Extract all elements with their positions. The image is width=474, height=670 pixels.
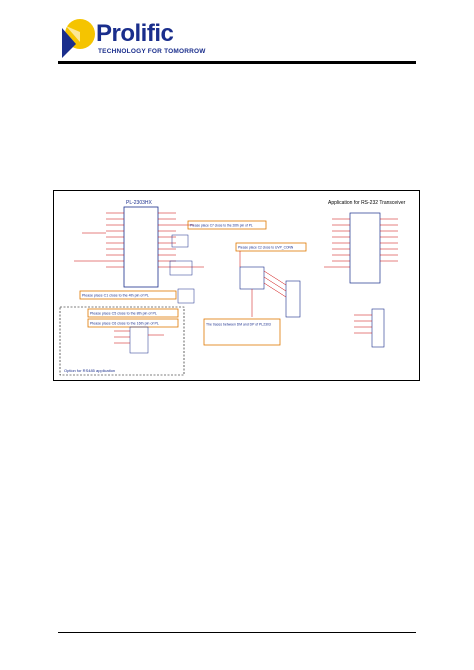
application-title: Application for RS-232 Transceiver [328,200,406,206]
prolific-logo-mark-icon [62,19,95,58]
note-c7: Please place C7 close to the 20th pin of… [190,223,253,228]
rs485-option-label: Option for RS485 application [64,368,116,373]
chip-title: PL-2303HX [126,200,152,206]
note-c5: Please place C5 close to the 8th pin of … [90,311,157,316]
header-divider [58,61,416,64]
footer-divider [58,632,416,633]
note-c2: Please place C2 close to UVP_CONN [238,245,294,250]
brand-name: Prolific [96,20,174,47]
prolific-logo: Prolific TECHNOLOGY FOR TOMORROW [58,18,208,62]
note-c1: Please place C1 close to the 4th pin of … [82,293,149,298]
brand-tagline: TECHNOLOGY FOR TOMORROW [98,48,206,55]
note-dm-dp: The traces between DM and DP of PL2303 [206,322,271,327]
schematic-figure: PL-2303HX Application for RS-232 Transce… [53,190,420,381]
note-c6: Please place C6 close to the 16th pin of… [90,321,159,326]
schematic-drawing [59,206,398,376]
